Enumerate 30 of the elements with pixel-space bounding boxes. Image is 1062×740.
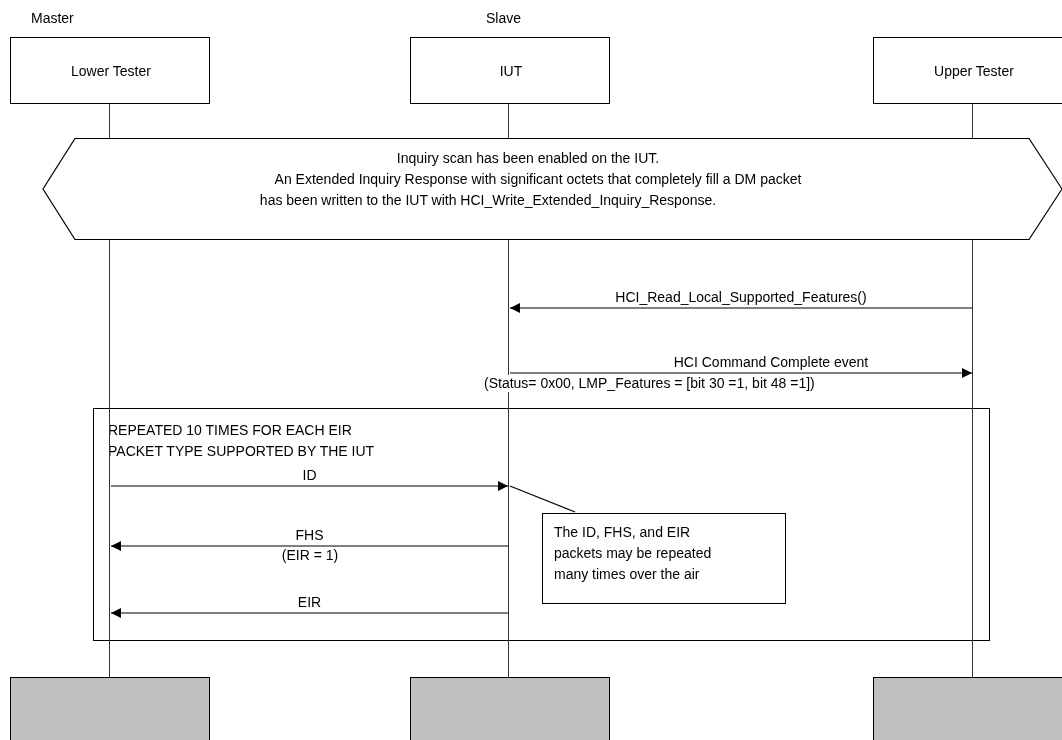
role-label: Master [31,10,74,27]
message-arrow [509,303,973,313]
message-arrow [110,481,509,491]
participant-box [873,37,1062,104]
lifeline [508,104,510,677]
participant-end-box [410,677,610,740]
note-box [542,513,786,604]
message-label: HCI_Read_Local_Supported_Features() [614,289,868,306]
condition-text: Inquiry scan has been enabled on the IUT. [395,150,661,167]
participant-end-box [10,677,210,740]
message-label: HCI Command Complete event [672,354,870,371]
condition-text: An Extended Inquiry Response with significant octets that completely fill a DM packet [273,171,803,188]
participant-name: Lower Tester [70,62,152,80]
lifeline [109,104,111,677]
message-arrow [509,368,973,378]
loop-frame [93,408,990,641]
role-label: Slave [486,10,522,27]
leader-line [509,485,576,513]
condition-hexagon [42,138,1062,240]
message-arrow [110,541,509,551]
lifeline [972,104,974,677]
participant-name: Upper Tester [933,62,1015,80]
condition-text: has been written to the IUT with HCI_Write_Extended_Inquiry_Response. [258,192,718,209]
message-parameters: (Status= 0x00, LMP_Features = [bit 30 =1, bit 48 =1]) [484,375,815,392]
note-text: The ID, FHS, and EIR packets may be repeated many times over the air [554,523,713,584]
participant-end-box [873,677,1062,740]
message-arrow [110,608,509,618]
message-label: EIR [296,594,323,611]
message-label: ID [301,467,318,484]
participant-name: IUT [498,62,524,80]
